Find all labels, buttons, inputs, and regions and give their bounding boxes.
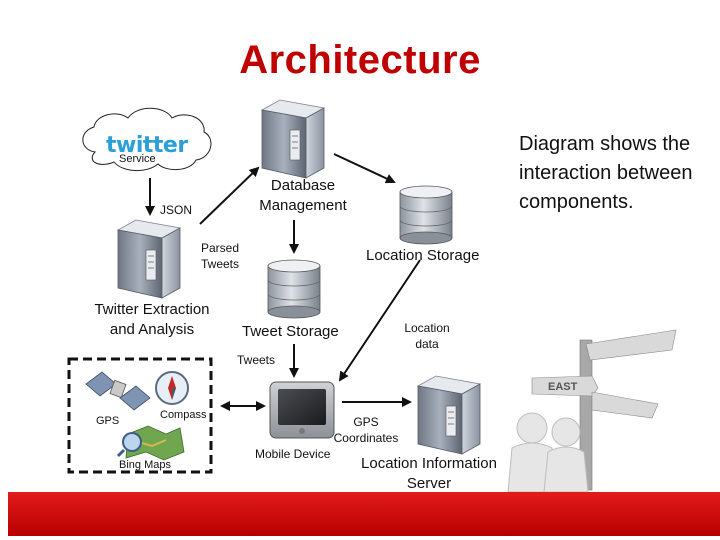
database-icon-location-storage bbox=[399, 185, 453, 245]
bing-maps-icon bbox=[116, 425, 185, 461]
label-twitter-extraction: Twitter Extraction and Analysis bbox=[94, 301, 210, 338]
compass-icon bbox=[155, 371, 189, 405]
server-icon-location-information bbox=[416, 375, 482, 455]
label-service: Service bbox=[119, 153, 156, 165]
label-location-storage: Location Storage bbox=[366, 247, 480, 264]
label-location-information-server: Location Information Server bbox=[361, 455, 497, 492]
label-database-management: Database Management bbox=[259, 177, 347, 214]
mobile-device-icon bbox=[269, 381, 335, 439]
arrow-location-storage-to-mobile bbox=[338, 259, 421, 382]
label-gps-coordinates: GPS Coordinates bbox=[333, 415, 399, 445]
label-tweets: Tweets bbox=[237, 353, 276, 367]
server-icon-database-management bbox=[260, 99, 326, 179]
label-json: JSON bbox=[160, 203, 193, 217]
twitter-logo: twitter bbox=[106, 133, 188, 158]
page-title: Architecture bbox=[239, 38, 481, 82]
label-compass: Compass bbox=[160, 409, 207, 421]
label-parsed-tweets: Parsed Tweets bbox=[200, 241, 240, 271]
server-icon-twitter-extraction bbox=[116, 219, 182, 299]
database-icon-tweet-storage bbox=[267, 259, 321, 319]
caption-text: Diagram shows the interaction between co… bbox=[519, 133, 693, 213]
signpost-label: EAST bbox=[548, 381, 578, 393]
flow-arrows bbox=[145, 153, 421, 411]
gps-satellite-icon bbox=[85, 371, 151, 411]
label-mobile-device: Mobile Device bbox=[255, 447, 331, 461]
arrow-database-management-to-location-storage bbox=[333, 153, 396, 184]
sensors-group-box bbox=[67, 357, 213, 474]
signpost-illustration bbox=[531, 329, 677, 491]
label-bing-maps: Bing Maps bbox=[119, 459, 171, 471]
people-figures-illustration bbox=[507, 412, 589, 493]
label-gps: GPS bbox=[96, 415, 120, 427]
arrow-extraction-to-database-management bbox=[199, 166, 260, 225]
bottom-band bbox=[8, 492, 720, 536]
label-location-data: Location data bbox=[404, 321, 450, 351]
label-tweet-storage: Tweet Storage bbox=[242, 323, 339, 340]
twitter-cloud-icon bbox=[82, 107, 212, 171]
